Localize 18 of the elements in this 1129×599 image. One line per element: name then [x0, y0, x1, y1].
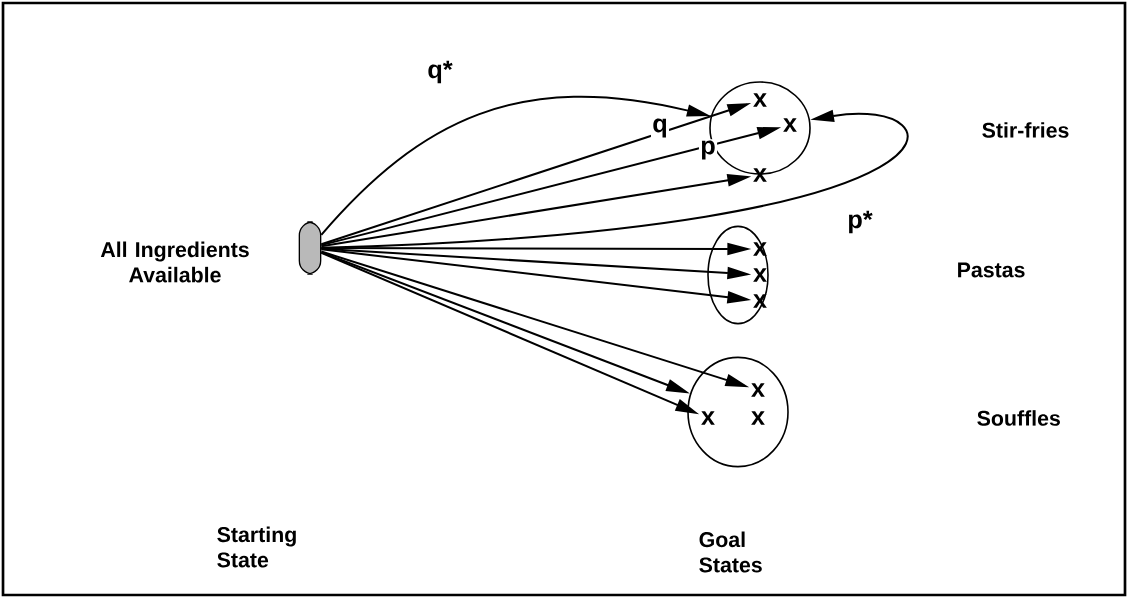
goal-state-mark: x [783, 118, 797, 132]
edge-label: p* [846, 209, 874, 235]
caption-label: Goal States [699, 531, 762, 573]
caption-label: Stir-fries [982, 122, 1069, 138]
goal-state-mark: x [753, 268, 767, 282]
goal-cluster-loop [687, 356, 789, 468]
caption-label: Pastas [958, 262, 1025, 278]
goal-state-mark: x [753, 93, 767, 107]
goal-state-mark: x [751, 411, 765, 425]
caption-label: Souffles [977, 410, 1060, 426]
edge-label: q* [426, 59, 454, 85]
state-label: All Ingredients Available [100, 241, 249, 283]
edge-label: p [698, 139, 718, 161]
goal-state-mark: x [751, 383, 765, 397]
edge-label: q [650, 117, 670, 139]
goal-state-mark: x [701, 411, 715, 425]
goal-cluster-loop [707, 225, 769, 325]
caption-label: Starting State [217, 526, 296, 568]
